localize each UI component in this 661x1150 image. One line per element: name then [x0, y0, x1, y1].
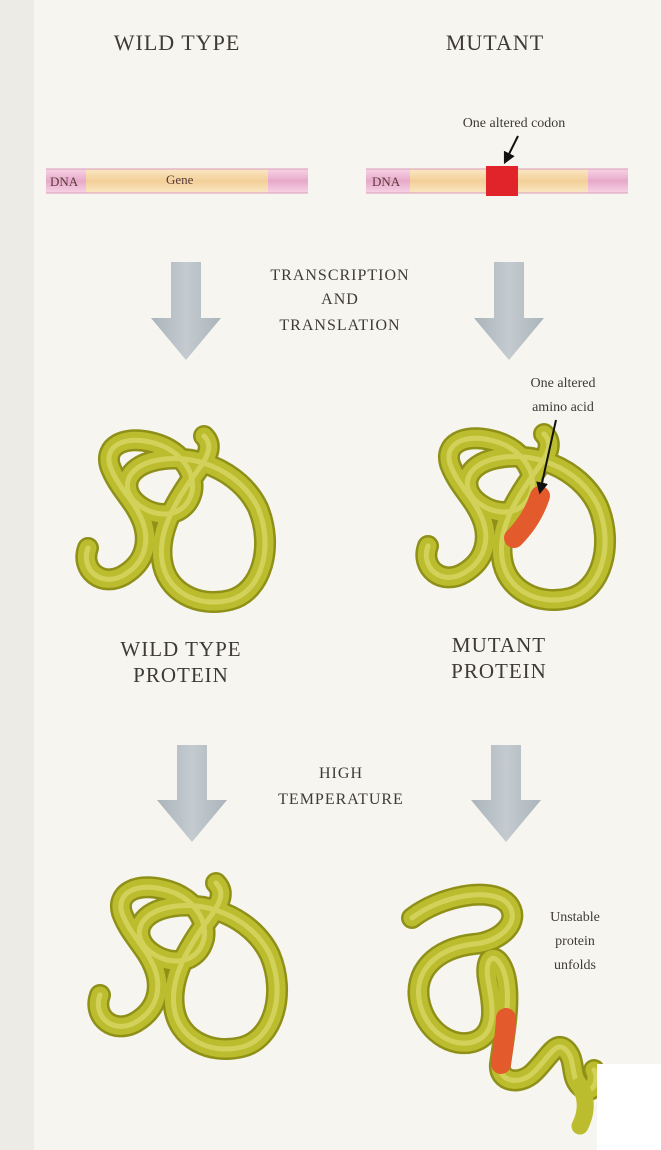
- mutant-protein-line2: PROTEIN: [404, 658, 594, 684]
- blank-corner: [597, 1064, 661, 1150]
- wild-gene-label: Gene: [166, 172, 193, 188]
- altered-amino-acid-line1: One altered: [498, 372, 628, 396]
- wild-type-protein-folded: [86, 436, 265, 602]
- mutant-dna-label: DNA: [372, 174, 400, 190]
- altered-codon-label: One altered codon: [424, 112, 604, 136]
- altered-codon-block: [486, 166, 518, 196]
- wild-type-protein-line2: PROTEIN: [76, 662, 286, 688]
- transcription-label-line3: TRANSLATION: [240, 312, 440, 340]
- mutant-protein-line1: MUTANT: [404, 632, 594, 658]
- wild-type-header: WILD TYPE: [72, 30, 282, 56]
- transcription-label-line2: AND: [240, 286, 440, 314]
- temperature-arrow-mutant: [471, 745, 541, 842]
- wild-dna-label: DNA: [50, 174, 78, 190]
- temperature-arrow-wild: [157, 745, 227, 842]
- mutant-header: MUTANT: [410, 30, 580, 56]
- mutant-protein-folded: [426, 434, 605, 600]
- mutant-dna-strand: [366, 166, 628, 196]
- transcription-arrow-mutant: [474, 262, 544, 360]
- unstable-line1: Unstable: [520, 906, 630, 930]
- altered-residue-unfolded: [501, 1018, 506, 1064]
- unstable-line3: unfolds: [520, 954, 630, 978]
- temperature-label-line2: TEMPERATURE: [246, 786, 436, 814]
- transcription-arrow-wild: [151, 262, 221, 360]
- wild-type-protein-heated: [98, 883, 277, 1049]
- page-margin: [0, 0, 34, 1150]
- codon-pointer-arrow: [505, 136, 518, 162]
- unstable-line2: protein: [520, 930, 630, 954]
- altered-amino-acid-line2: amino acid: [498, 396, 628, 420]
- temperature-label-line1: HIGH: [246, 760, 436, 788]
- wild-type-protein-line1: WILD TYPE: [76, 636, 286, 662]
